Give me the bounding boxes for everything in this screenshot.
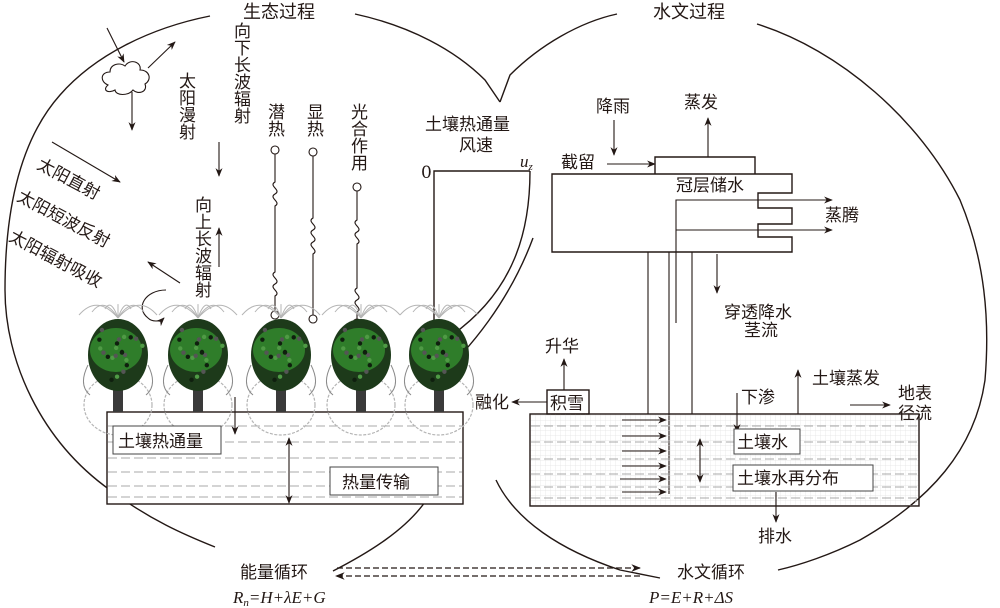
lateral-flow-arrows — [620, 416, 667, 496]
downward-longwave-label: 向下长波辐射 — [230, 22, 251, 125]
hydrology-boundary-arc-top-right — [756, 23, 988, 571]
photosynthesis-label: 光合作用 — [347, 103, 368, 172]
tree-icon — [241, 304, 321, 436]
tree-icon — [158, 304, 238, 436]
ecology-title: 生态过程 — [243, 2, 315, 23]
water-cycle-label: 水文循环 — [677, 563, 745, 583]
hydrology-boundary-arc-bottom-left — [495, 479, 661, 579]
hydrology-boundary-arc-top-left — [499, 13, 618, 103]
wind-origin-label: 0 — [421, 163, 432, 183]
canopy-storage-box — [551, 156, 833, 323]
solar-diffuse-label: 太阳漫射 — [175, 72, 196, 141]
ecology-boundary-arc-bottom — [332, 501, 426, 572]
soil-water-redistribution-label: 土壤水再分布 — [737, 468, 839, 489]
cloud-icon — [101, 61, 150, 96]
diffuse-scatter-up-arrow — [147, 41, 176, 69]
hydrology-title: 水文过程 — [653, 2, 725, 23]
drainage-label: 排水 — [758, 527, 792, 547]
stemflow-label: 茎流 — [744, 321, 778, 341]
throughfall-label: 穿透降水 — [724, 303, 792, 323]
latent-heat-flux-line — [270, 145, 280, 320]
diffuse-incoming-arrow — [106, 27, 125, 63]
transpiration-label: 蒸腾 — [825, 206, 859, 226]
hydrology-soil-layer — [529, 413, 920, 507]
latent-heat-label: 潜热 — [264, 103, 285, 137]
soil-heat-flux-box-label: 土壤热通量 — [118, 431, 203, 452]
tree-row — [78, 304, 479, 436]
evaporation-label: 蒸发 — [684, 93, 718, 113]
canopy-storage-label: 冠层储水 — [676, 176, 744, 196]
sensible-heat-label: 显热 — [303, 103, 324, 137]
sensible-heat-flux-line — [308, 147, 318, 324]
upward-longwave-label: 向上长波辐射 — [191, 196, 212, 299]
interception-label: 截留 — [561, 153, 595, 173]
snowpack-label: 积雪 — [550, 394, 584, 414]
water-formula: P=E+R+ΔS — [648, 588, 734, 607]
solar-direct-arrow — [51, 141, 121, 183]
soil-water-label: 土壤水 — [737, 432, 788, 453]
wind-profile-plot — [433, 170, 531, 336]
snowmelt-label: 融化 — [475, 393, 509, 413]
surface-runoff-label-2: 径流 — [898, 404, 932, 424]
tree-icon — [399, 304, 479, 436]
sublimation-label: 升华 — [545, 337, 579, 357]
soil-evaporation-label: 土壤蒸发 — [812, 368, 880, 389]
infiltration-label: 下渗 — [741, 388, 775, 408]
wind-speed-label: 风速 — [459, 136, 493, 156]
soil-heat-flux-top-label: 土壤热通量 — [425, 114, 510, 135]
heat-transfer-label: 热量传输 — [342, 473, 410, 493]
tree-icon — [321, 304, 401, 436]
energy-formula: Rn=H+λE+G — [232, 588, 326, 608]
surface-runoff-label-1: 地表 — [898, 384, 932, 404]
absorption-curved-arrow — [141, 289, 167, 327]
ecology-boundary-arc-right-top — [354, 13, 501, 103]
wind-symbol-label: uz — [520, 152, 534, 173]
rainfall-label: 降雨 — [596, 97, 630, 117]
shortwave-reflect-arrow — [147, 261, 181, 284]
energy-cycle-label: 能量循环 — [240, 563, 308, 583]
tree-icon — [78, 304, 158, 436]
